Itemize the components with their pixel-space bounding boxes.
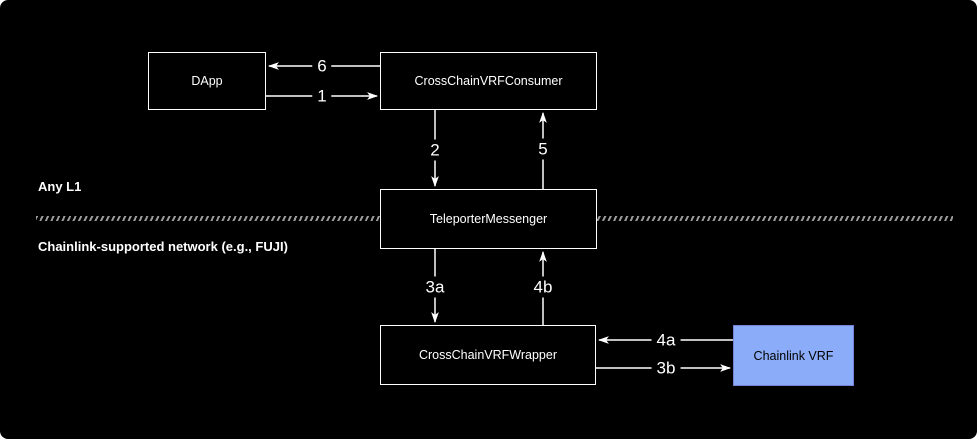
zone-label-any-l1: Any L1 <box>38 179 82 194</box>
node-crosschainvrfwrapper-label: CrossChainVRFWrapper <box>418 348 557 362</box>
edge-4b-label: 4b <box>528 276 558 298</box>
edge-2-label: 2 <box>425 139 445 161</box>
node-dapp: DApp <box>148 52 266 110</box>
node-dapp-label: DApp <box>191 74 223 88</box>
edge-4a-label: 4a <box>651 329 681 351</box>
node-crosschainvrfwrapper: CrossChainVRFWrapper <box>380 325 596 385</box>
node-teleportermessenger: TeleporterMessenger <box>380 189 597 249</box>
node-chainlink-vrf: Chainlink VRF <box>733 325 854 386</box>
edge-3a-label: 3a <box>420 276 450 298</box>
edge-3b-label: 3b <box>651 357 681 379</box>
node-crosschainvrfconsumer: CrossChainVRFConsumer <box>380 52 597 110</box>
edge-6-label: 6 <box>312 55 332 77</box>
node-crosschainvrfconsumer-label: CrossChainVRFConsumer <box>414 74 563 88</box>
edge-5-label: 5 <box>533 138 553 160</box>
node-teleportermessenger-label: TeleporterMessenger <box>429 212 548 226</box>
node-chainlink-vrf-label: Chainlink VRF <box>753 348 834 363</box>
edge-1-label: 1 <box>312 85 332 107</box>
zone-label-chainlink-network: Chainlink-supported network (e.g., FUJI) <box>38 239 288 254</box>
